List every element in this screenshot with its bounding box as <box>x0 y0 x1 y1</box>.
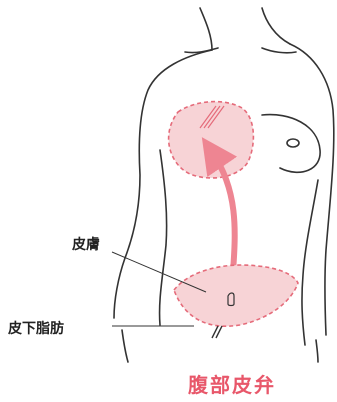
neck-right-line <box>262 8 290 44</box>
diagram-caption: 腹部皮弁 <box>188 369 276 398</box>
breast-curve <box>262 115 320 173</box>
right-waist <box>302 180 318 345</box>
skin-leader-line <box>112 252 206 292</box>
abdominal-flap-icon <box>174 265 298 326</box>
drain-tube-icon <box>212 326 222 338</box>
skin-label: 皮膚 <box>72 234 100 254</box>
left-hip <box>122 330 128 362</box>
nipple <box>287 139 299 147</box>
right-shoulder-arm <box>290 44 334 335</box>
neck-left-line <box>200 8 212 50</box>
subcutaneous-fat-label: 皮下脂肪 <box>8 318 64 338</box>
right-hip <box>316 340 318 362</box>
collarbone-right <box>262 48 296 53</box>
left-waist <box>160 150 167 325</box>
